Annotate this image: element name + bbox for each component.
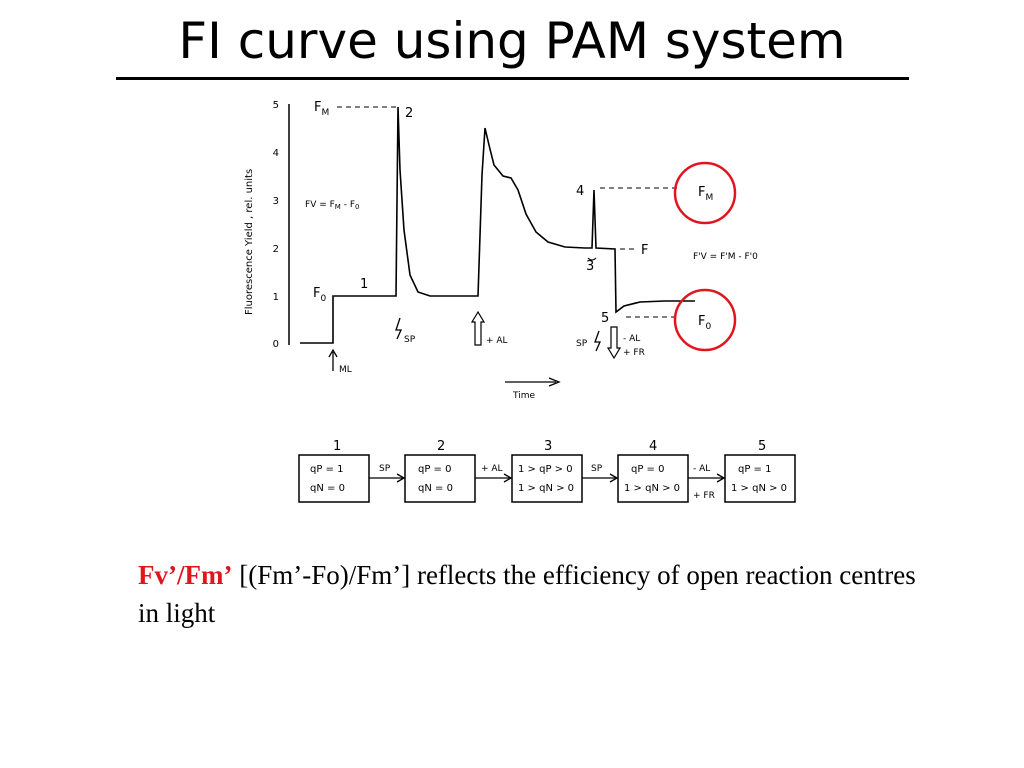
transition-label-5: + FR bbox=[693, 491, 715, 501]
svg-text:qP = 1: qP = 1 bbox=[738, 464, 771, 475]
svg-text:1 > qN > 0: 1 > qN > 0 bbox=[731, 483, 787, 494]
transition-label-2: + AL bbox=[481, 464, 503, 474]
point-label-1: 1 bbox=[360, 277, 368, 292]
caption: Fv’/Fm’ [(Fm’-Fo)/Fm’] reflects the effi… bbox=[138, 556, 918, 632]
svg-text:2: 2 bbox=[437, 439, 445, 454]
caption-highlight: Fv’/Fm’ bbox=[138, 560, 233, 590]
svg-text:qP = 0: qP = 0 bbox=[418, 464, 451, 475]
y-tick-0: 0 bbox=[273, 339, 279, 350]
transition-label-1: SP bbox=[379, 464, 391, 474]
fo-prime-circle bbox=[673, 288, 737, 352]
y-tick-labels: 0 1 2 3 4 5 bbox=[273, 100, 279, 350]
y-tick-3: 3 bbox=[273, 196, 279, 207]
svg-text:qP = 0: qP = 0 bbox=[631, 464, 664, 475]
state-box-5: 5 qP = 1 1 > qN > 0 bbox=[724, 439, 796, 503]
svg-text:3: 3 bbox=[544, 439, 552, 454]
f-label: F bbox=[641, 243, 648, 258]
fm-label: FM bbox=[314, 100, 329, 118]
svg-text:qP = 1: qP = 1 bbox=[310, 464, 343, 475]
label-3-tick bbox=[587, 257, 597, 261]
svg-text:1 > qP > 0: 1 > qP > 0 bbox=[518, 464, 573, 475]
svg-text:1 > qN > 0: 1 > qN > 0 bbox=[624, 483, 680, 494]
svg-text:qN = 0: qN = 0 bbox=[310, 483, 345, 494]
caption-text: [(Fm’-Fo)/Fm’] reflects the efficiency o… bbox=[138, 560, 916, 628]
fm-prime-circle bbox=[673, 161, 737, 225]
state-box-4: 4 qP = 0 1 > qN > 0 bbox=[617, 439, 689, 503]
title-underline bbox=[116, 77, 909, 80]
svg-text:- AL: - AL bbox=[623, 334, 640, 344]
svg-text:SP: SP bbox=[576, 339, 588, 349]
svg-text:+ FR: + FR bbox=[623, 348, 645, 358]
state-box-3: 3 1 > qP > 0 1 > qN > 0 bbox=[511, 439, 583, 503]
svg-text:qN = 0: qN = 0 bbox=[418, 483, 453, 494]
svg-text:5: 5 bbox=[758, 439, 766, 454]
state-box-2: 2 qP = 0 qN = 0 bbox=[404, 439, 476, 503]
y-tick-4: 4 bbox=[273, 148, 279, 159]
time-arrow: Time bbox=[505, 377, 561, 401]
y-axis-label: Fluorescence Yield , rel. units bbox=[244, 169, 255, 315]
transition-label-4: - AL bbox=[693, 464, 710, 474]
svg-text:1: 1 bbox=[333, 439, 341, 454]
fo-label: F0 bbox=[313, 286, 326, 304]
point-label-5: 5 bbox=[601, 311, 609, 326]
al-off-marker: - AL + FR bbox=[606, 326, 645, 360]
al-on-marker: + AL bbox=[470, 310, 508, 346]
ml-marker: ML bbox=[328, 348, 352, 375]
y-tick-5: 5 bbox=[273, 100, 279, 111]
slide-title: FI curve using PAM system bbox=[178, 12, 846, 70]
fv-equation: FV = FM - F0 bbox=[305, 200, 359, 211]
svg-text:4: 4 bbox=[649, 439, 657, 454]
fo-prime-label: F0 bbox=[698, 314, 711, 332]
fv-prime-equation: F'V = F'M - F'0 bbox=[693, 252, 758, 262]
sp2-marker: SP bbox=[576, 330, 602, 352]
pam-diagram: 0 1 2 3 4 5 Fluorescence Yield , rel. un… bbox=[244, 100, 796, 503]
y-tick-1: 1 bbox=[273, 292, 279, 303]
point-label-3: 3 bbox=[586, 259, 594, 274]
point-label-4: 4 bbox=[576, 184, 584, 199]
svg-text:Time: Time bbox=[512, 391, 535, 401]
fm-prime-label: FM bbox=[698, 185, 713, 203]
svg-text:+ AL: + AL bbox=[486, 336, 508, 346]
svg-text:SP: SP bbox=[404, 335, 416, 345]
sp1-marker: SP bbox=[395, 317, 416, 345]
y-tick-2: 2 bbox=[273, 244, 279, 255]
transition-label-3: SP bbox=[591, 464, 603, 474]
dashed-guides bbox=[337, 106, 678, 318]
svg-text:1 > qN > 0: 1 > qN > 0 bbox=[518, 483, 574, 494]
transition-arrows bbox=[369, 473, 726, 483]
svg-text:ML: ML bbox=[339, 365, 352, 375]
fluorescence-trace bbox=[300, 106, 695, 344]
state-box-1: 1 qP = 1 qN = 0 bbox=[298, 439, 370, 503]
point-label-2: 2 bbox=[405, 106, 413, 121]
